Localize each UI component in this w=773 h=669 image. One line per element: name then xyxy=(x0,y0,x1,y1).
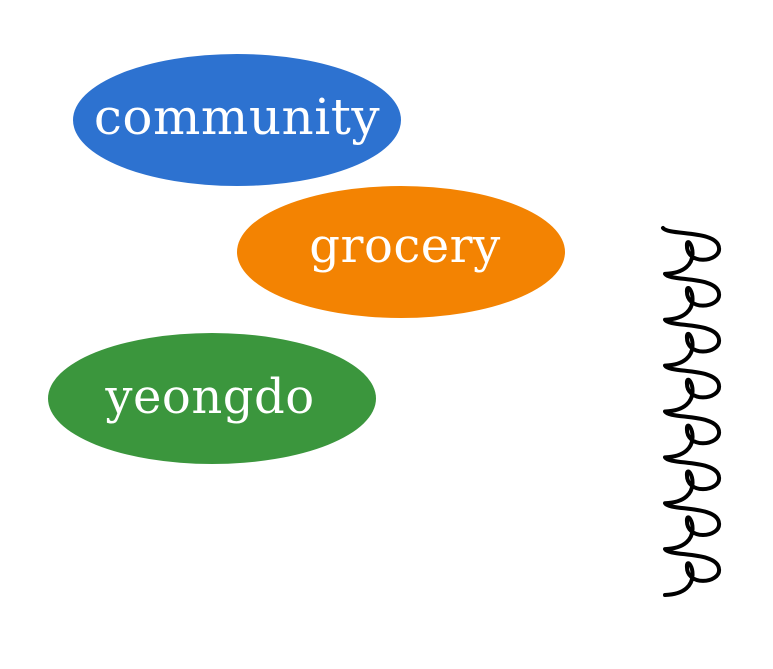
grocery-tag-label: grocery xyxy=(309,218,501,274)
grocery-tag: grocery xyxy=(237,186,565,318)
coil-spring-icon xyxy=(661,226,721,597)
yeongdo-tag: yeongdo xyxy=(48,333,376,464)
community-tag-label: community xyxy=(93,88,381,146)
community-tag: community xyxy=(73,54,401,186)
yeongdo-tag-label: yeongdo xyxy=(105,368,315,425)
